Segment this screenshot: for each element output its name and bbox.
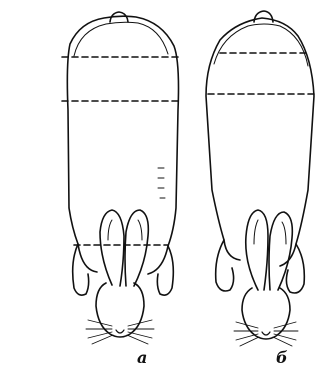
front-leg-left-a [73,244,89,295]
tail-b [254,11,273,22]
whiskers-left-a [86,320,113,344]
panel-label-a: а [137,350,147,366]
ear-inner-left-a [108,220,112,240]
front-leg-right-b [286,244,304,293]
front-leg-left-b [216,240,234,291]
hatch-a [158,168,165,198]
carcass-a [62,12,179,344]
inner-line-a [74,22,168,56]
ear-left-a [100,210,124,286]
body-outline-b [206,18,314,266]
ear-right-b [269,212,292,290]
carcass-b [206,11,314,346]
whiskers-right-a [127,320,154,344]
ear-right-a [125,210,148,286]
ear-inner-left-b [254,220,258,244]
nose-b [262,332,270,335]
nose-a [116,330,124,333]
ear-inner-right-a [138,220,142,240]
body-outline-a [67,16,178,274]
ear-inner-right-b [282,222,286,244]
panel-label-b: б [276,350,288,366]
